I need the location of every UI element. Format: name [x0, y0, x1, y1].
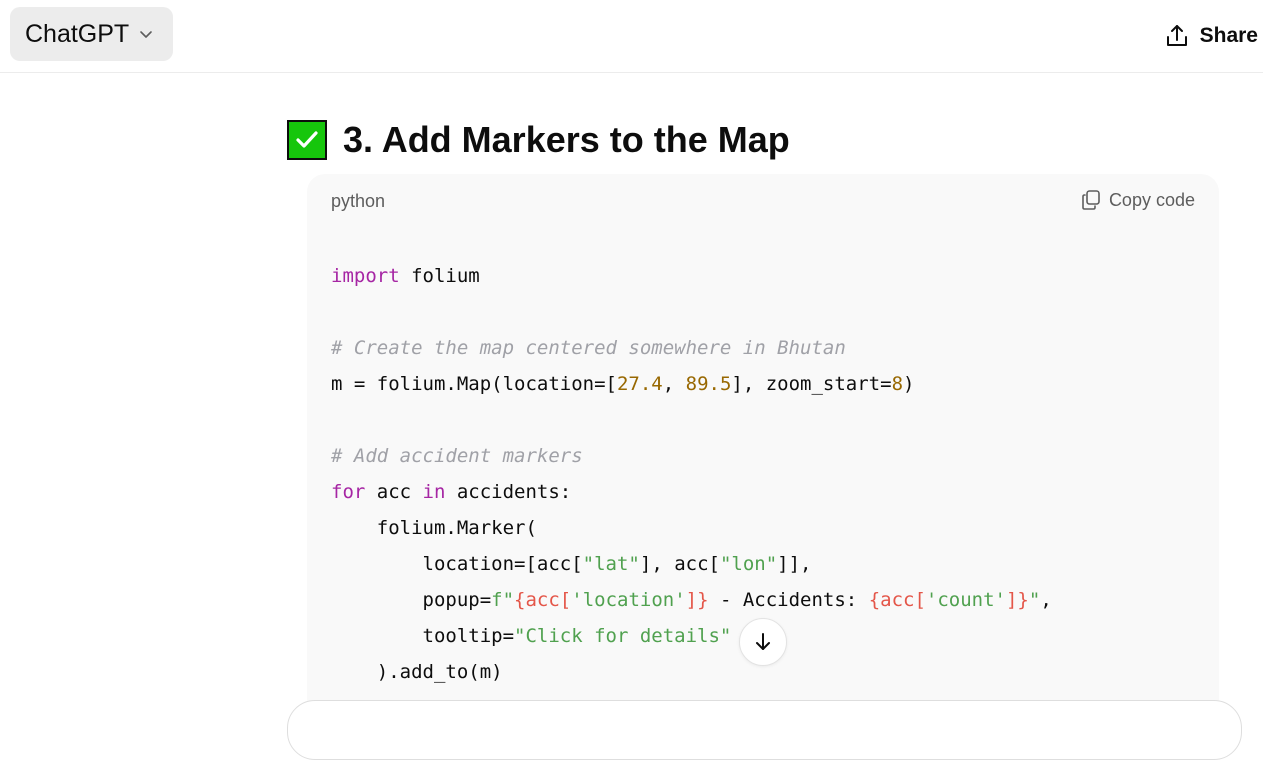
code-line: m = folium.Map(location=[27.4, 89.5], zo… [331, 373, 915, 395]
code-content: import folium ​ # Create the map centered … [331, 258, 1052, 690]
share-label: Share [1199, 24, 1258, 47]
code-line: import folium [331, 265, 480, 287]
share-icon [1166, 25, 1187, 46]
arrow-down-icon [756, 633, 770, 650]
share-button[interactable]: Share [1164, 18, 1258, 54]
top-bar: ChatGPT Share [0, 0, 1263, 73]
code-line: folium.Marker( [331, 517, 537, 539]
code-line: location=[acc["lat"], acc["lon"]], [331, 553, 812, 575]
code-line: ).add_to(m) [331, 661, 503, 683]
copy-code-button[interactable]: Copy code [1081, 189, 1195, 211]
code-line: # Create the map centered somewhere in B… [331, 337, 846, 359]
scroll-down-button[interactable] [739, 618, 787, 666]
chevron-down-icon [140, 31, 153, 38]
copy-code-label: Copy code [1108, 189, 1195, 210]
code-line: ​ [331, 294, 1052, 330]
code-line: popup=f"{acc['location']} - Accidents: {… [331, 589, 1052, 611]
code-language-label: python [331, 191, 386, 211]
model-label: ChatGPT [25, 19, 130, 48]
section-heading: 3. Add Markers to the Map [287, 116, 790, 164]
code-line: ​ [331, 402, 1052, 438]
heading-text: 3. Add Markers to the Map [343, 119, 790, 160]
check-mark-icon [287, 120, 327, 160]
code-line: for acc in accidents: [331, 481, 572, 503]
code-line: tooltip="Click for details" [331, 625, 732, 647]
copy-icon [1082, 190, 1100, 210]
model-selector-button[interactable]: ChatGPT [10, 7, 173, 61]
code-line: # Add accident markers [331, 445, 583, 467]
message-composer[interactable] [287, 700, 1242, 760]
